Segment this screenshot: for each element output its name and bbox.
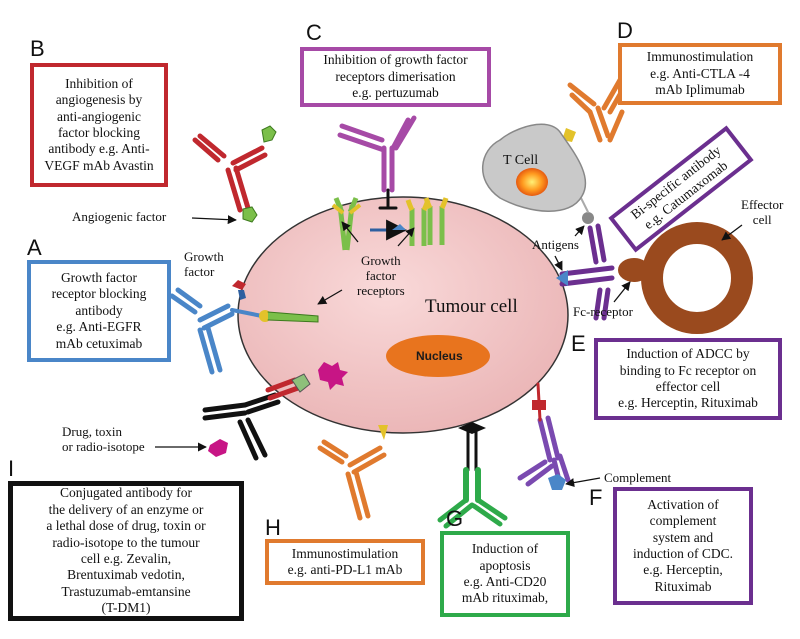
- arrow-antigens-2: [554, 255, 563, 271]
- letter-c: C: [306, 20, 322, 45]
- antibody-g: [437, 422, 508, 529]
- antibody-c: [337, 115, 417, 210]
- arrow-fc: [613, 281, 631, 303]
- angiogenic-factor-label: Angiogenic factor: [72, 209, 167, 224]
- nucleus-label: Nucleus: [416, 349, 463, 363]
- complement-label: Complement: [604, 470, 672, 485]
- antibody-h: [317, 425, 388, 521]
- arrow-angiogenic: [191, 215, 237, 225]
- antigens-label: Antigens: [532, 237, 579, 252]
- letter-g: G: [446, 506, 464, 531]
- antibody-f: [517, 382, 571, 490]
- antibody-i: [202, 362, 348, 461]
- letter-f: F: [589, 485, 603, 510]
- arrow-antigens-1: [574, 225, 585, 237]
- arrow-complement: [565, 477, 601, 488]
- antibody-b: [192, 125, 277, 223]
- fc-receptor-label: Fc-receptor: [573, 304, 633, 319]
- t-cell-nucleus: [516, 168, 548, 196]
- letter-i: I: [8, 456, 15, 481]
- nucleus: [386, 335, 490, 377]
- arrow-effector: [721, 224, 743, 241]
- letter-h: H: [265, 515, 281, 540]
- arrow-receptors-1: [341, 221, 359, 243]
- tumour-cell-label: Tumour cell: [425, 296, 518, 317]
- antibody-e: [556, 195, 615, 321]
- letter-b: B: [30, 36, 45, 61]
- effector-cell: [641, 222, 753, 334]
- arrow-receptors-3: [317, 289, 343, 305]
- t-cell-label: T Cell: [503, 153, 539, 168]
- arrow-receptors-2: [397, 227, 415, 247]
- letter-e: E: [571, 331, 586, 356]
- letter-a: A: [27, 235, 42, 260]
- antibody-d: [562, 77, 629, 143]
- antibody-a: [169, 280, 319, 375]
- letter-d: D: [617, 18, 633, 43]
- t-cell: [482, 123, 587, 212]
